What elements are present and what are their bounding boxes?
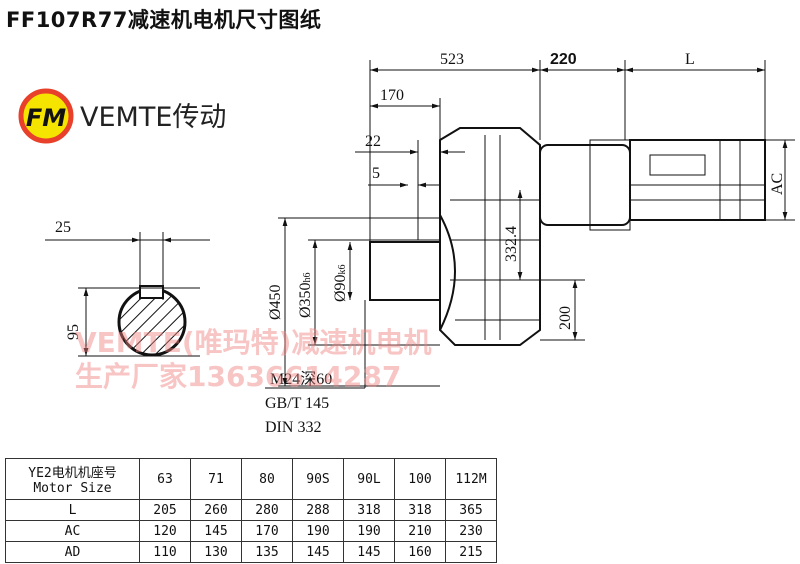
shaft-height: 95 — [65, 324, 82, 340]
dim-d90: Ø90 — [332, 274, 349, 302]
watermark-line2: 生产厂家13636614287 — [75, 360, 401, 393]
dim-22: 22 — [365, 133, 381, 150]
dim-332: 332.4 — [503, 226, 520, 262]
top-dimensions: 523 220 L 170 22 5 — [355, 51, 766, 245]
shaft-section-view: 25 95 — [45, 219, 210, 357]
page-title: FF107R77减速机电机尺寸图纸 — [6, 8, 322, 32]
shaft-key-width: 25 — [55, 219, 71, 236]
size-cell: 90L — [343, 458, 395, 500]
size-cell: 63 — [139, 458, 191, 500]
dim-523: 523 — [440, 51, 464, 68]
size-cell: 71 — [190, 458, 242, 500]
standard-gb: GB/T 145 — [265, 395, 329, 412]
dim-d90-tol: k6 — [337, 264, 348, 274]
dim-200: 200 — [557, 306, 574, 330]
dim-AC: AC — [769, 173, 786, 195]
dim-5: 5 — [372, 165, 380, 182]
standard-din: DIN 332 — [265, 419, 321, 436]
size-cell: 112M — [445, 458, 497, 500]
dim-170: 170 — [380, 87, 404, 104]
watermark-line1: VEMTE(唯玛特)减速机电机 — [75, 326, 431, 359]
notes: M24深60 GB/T 145 DIN 332 — [265, 300, 366, 436]
thread-note: M24深60 — [270, 370, 332, 388]
diameter-dimensions: Ø450 Ø350h6 Ø90k6 332.4 200 AC — [267, 139, 795, 387]
svg-text:Ø90k6: Ø90k6 — [332, 264, 349, 302]
gearmotor-outline — [369, 127, 766, 346]
dim-220: 220 — [550, 51, 577, 68]
size-cell: 80 — [241, 458, 293, 500]
brand-name: VEMTE传动 — [80, 102, 226, 133]
dim-d450: Ø450 — [267, 284, 284, 320]
svg-text:Ø350h6: Ø350h6 — [297, 272, 314, 318]
dim-L: L — [685, 51, 695, 68]
brand-logo: FM VEMTE传动 — [18, 88, 226, 144]
size-cell: 100 — [394, 458, 446, 500]
size-cell: 90S — [292, 458, 344, 500]
dim-d350: Ø350 — [297, 282, 314, 318]
dim-d350-tol: h6 — [302, 272, 313, 282]
logo-mark: FM — [26, 104, 66, 132]
